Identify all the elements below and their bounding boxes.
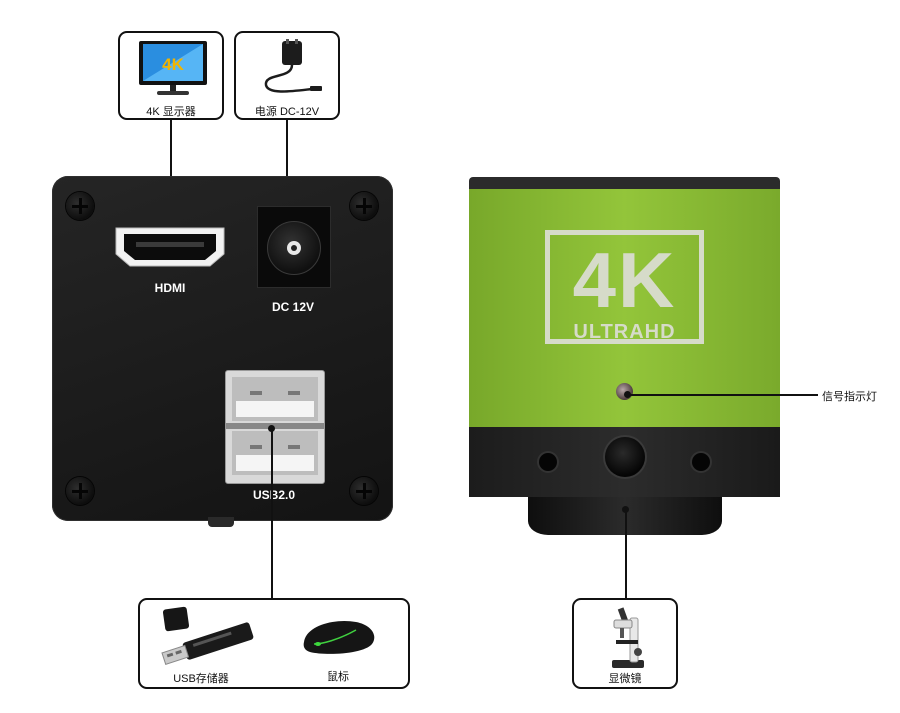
- camera-body: 4K ULTRAHD: [469, 177, 780, 497]
- signal-light-label: 信号指示灯: [822, 391, 877, 403]
- dc-power-port: [257, 206, 331, 288]
- microscope-connector-line: [625, 510, 627, 598]
- mouse-label: 鼠标: [327, 671, 349, 683]
- camera-4k-logo: 4K ULTRAHD: [545, 230, 704, 344]
- hdmi-port-label: HDMI: [154, 281, 186, 295]
- monitor-logo-text: 4K: [162, 55, 184, 74]
- rear-panel: HDMI DC 12V USB2.0: [52, 176, 393, 521]
- usb-ports: [225, 370, 325, 484]
- microscope-callout-box: 显微镜: [572, 598, 678, 689]
- signal-connector-dot: [624, 391, 631, 398]
- usb-connector-line: [271, 428, 273, 599]
- power-callout-box: 电源 DC-12V: [234, 31, 340, 120]
- panel-foot: [208, 517, 234, 527]
- hdmi-port: [115, 227, 225, 267]
- screw-icon: [66, 192, 94, 220]
- power-label: 电源 DC-12V: [254, 106, 320, 118]
- microscope-label: 显微镜: [608, 673, 642, 685]
- monitor-callout-box: 4K 4K 显示器: [118, 31, 224, 120]
- usb-storage-label: USB存储器: [173, 673, 229, 685]
- camera-logo-4k: 4K: [572, 236, 677, 324]
- microscope-connector-dot: [622, 506, 629, 513]
- usb-devices-callout-box: USB存储器 鼠标: [138, 598, 410, 689]
- dc-port-label: DC 12V: [271, 300, 315, 314]
- monitor-label: 4K 显示器: [146, 106, 196, 118]
- mouse-icon: [303, 620, 375, 654]
- camera-green-housing: 4K ULTRAHD: [469, 189, 780, 427]
- camera-logo-ultrahd: ULTRAHD: [573, 321, 676, 343]
- screw-icon: [66, 477, 94, 505]
- monitor-icon: 4K: [139, 41, 207, 95]
- camera-top-rim: [469, 177, 780, 189]
- camera-black-base: [469, 427, 780, 497]
- power-adapter-icon: [264, 39, 322, 93]
- microscope-icon: [612, 607, 644, 668]
- usb-port-label: USB2.0: [252, 488, 296, 502]
- usb-drive-icon: [161, 606, 254, 665]
- screw-icon: [350, 477, 378, 505]
- screw-icon: [350, 192, 378, 220]
- signal-connector-line: [628, 394, 818, 396]
